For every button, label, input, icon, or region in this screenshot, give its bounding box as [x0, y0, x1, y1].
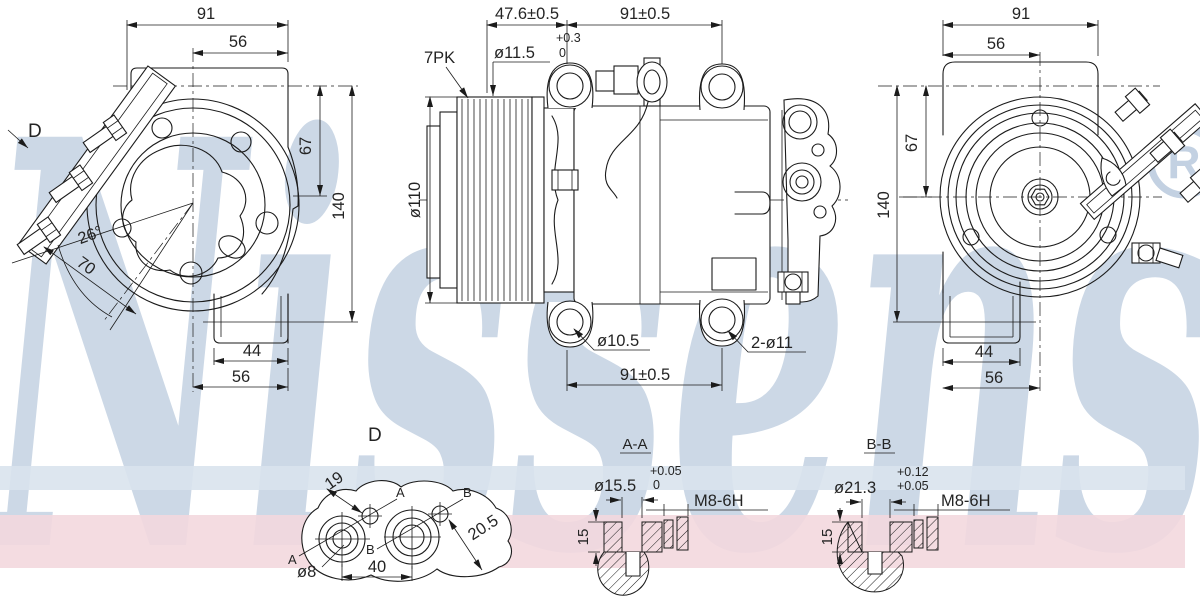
- shaft-hub: [1021, 178, 1059, 216]
- tolerance-text: +0.3: [556, 31, 581, 45]
- discharge-port: [782, 162, 822, 202]
- dim-text: 15: [819, 529, 836, 546]
- bolt-hole: [962, 228, 980, 246]
- dim-text: 15: [575, 529, 592, 546]
- dim-text: ø110: [406, 182, 424, 218]
- dim-text: 40: [368, 558, 386, 576]
- dim-text: 91: [1012, 5, 1030, 23]
- dim-text: 91±0.5: [620, 5, 670, 23]
- thread-spec-text: M8-6H: [694, 492, 744, 510]
- section-line-a: [298, 498, 398, 557]
- electrical-connector: [595, 57, 668, 107]
- stud-bolt: [1179, 168, 1200, 204]
- body-outline: [942, 61, 1099, 136]
- bore: [625, 552, 641, 577]
- belt-type-label: 7PK: [424, 49, 455, 67]
- front-housing: [543, 107, 575, 293]
- dim-text: 44: [243, 342, 261, 360]
- bolt-hole: [1099, 226, 1117, 244]
- bore: [867, 552, 883, 575]
- dim-text: 56: [985, 369, 1003, 387]
- dim-text: ø15.5: [594, 477, 636, 495]
- belt-grooves: [461, 99, 529, 301]
- dim-text: 140: [875, 191, 893, 219]
- view-direction-arrow: [7, 129, 29, 149]
- dim-text: 67: [903, 134, 921, 152]
- mounting-lug: [698, 63, 746, 111]
- tolerance-text: 0: [559, 46, 566, 60]
- side-view: 47.6±0.5 91±0.5 7PK ø11.5 +0.3 0 ø110 ø1…: [406, 5, 848, 391]
- dim-text: 2-ø11: [751, 334, 793, 352]
- bolt-hole: [255, 211, 279, 235]
- dim-text: 67: [297, 137, 315, 155]
- stud-bolt: [48, 164, 94, 204]
- label-plate: [711, 257, 757, 291]
- pulley: [426, 96, 545, 304]
- section-a-a: A-A ø15.5 +0.05 0 M8-6H 15: [575, 436, 768, 596]
- section-marker: B: [463, 485, 472, 500]
- dim-text: ø11.5: [494, 44, 535, 62]
- mounting-foot: [942, 279, 1021, 344]
- wire-harness: [604, 101, 649, 199]
- dim-text: ø21.3: [834, 479, 876, 497]
- shaft-hex: [1030, 188, 1050, 206]
- detail-label: D: [368, 425, 382, 446]
- bracket-casting: [122, 144, 247, 277]
- tolerance-text: +0.05: [650, 464, 682, 478]
- rear-housing-circle: [939, 96, 1141, 298]
- tolerance-text: +0.05: [897, 479, 929, 493]
- suction-port: [782, 104, 818, 140]
- section-marker: A: [288, 552, 297, 567]
- blue-band: [0, 466, 1185, 490]
- tolerance-text: 0: [653, 478, 660, 492]
- mounting-lug: [546, 62, 594, 109]
- section-b-b: B-B ø21.3 +0.12 +0.05 M8-6H 15: [819, 436, 1010, 593]
- stud-bolt: [16, 216, 62, 256]
- bolt-hole: [151, 117, 173, 139]
- section-marker: B: [366, 542, 375, 557]
- dim-text: 91±0.5: [620, 366, 670, 384]
- view-direction-label: D: [28, 121, 42, 142]
- dim-text: ø8: [297, 563, 316, 581]
- background-color-bands: [0, 466, 1185, 568]
- mounting-bracket: [16, 65, 247, 277]
- stud-bolt: [1149, 128, 1186, 164]
- compressor-body: [573, 105, 771, 305]
- rear-fittings: [769, 98, 841, 305]
- bolt-hole: [112, 218, 132, 238]
- dim-text: 56: [229, 33, 247, 51]
- dim-text: 140: [330, 192, 348, 220]
- section-label: A-A: [622, 436, 647, 453]
- section-label: B-B: [866, 436, 891, 453]
- front-view: D 91 56 67 140 26° 70 44 56: [7, 5, 358, 392]
- dim-text: 91: [197, 5, 215, 23]
- rear-view: 91 56 67 140 44 56: [875, 5, 1200, 392]
- section-marker: A: [396, 485, 405, 500]
- detail-d: D A A B B 19 20.5 ø8 40: [288, 425, 512, 582]
- dim-text: 56: [987, 35, 1005, 53]
- pink-band: [0, 515, 1185, 568]
- thread-spec-text: M8-6H: [941, 492, 991, 510]
- bolt-hole: [1031, 109, 1049, 127]
- dim-text: 56: [232, 368, 250, 386]
- tolerance-text: +0.12: [897, 465, 929, 479]
- stud-bolt: [82, 114, 128, 154]
- section-line-b: [376, 498, 464, 550]
- stud-bolt: [1114, 87, 1151, 123]
- mounting-foot: [213, 293, 289, 344]
- dim-text: 47.6±0.5: [495, 5, 559, 23]
- dim-text: ø10.5: [597, 332, 639, 350]
- bolt-hole: [230, 131, 252, 153]
- pipe-clamp: [551, 169, 579, 191]
- dim-text: 44: [975, 343, 993, 361]
- mounting-bracket: [1079, 87, 1200, 269]
- body-outline: [130, 67, 289, 148]
